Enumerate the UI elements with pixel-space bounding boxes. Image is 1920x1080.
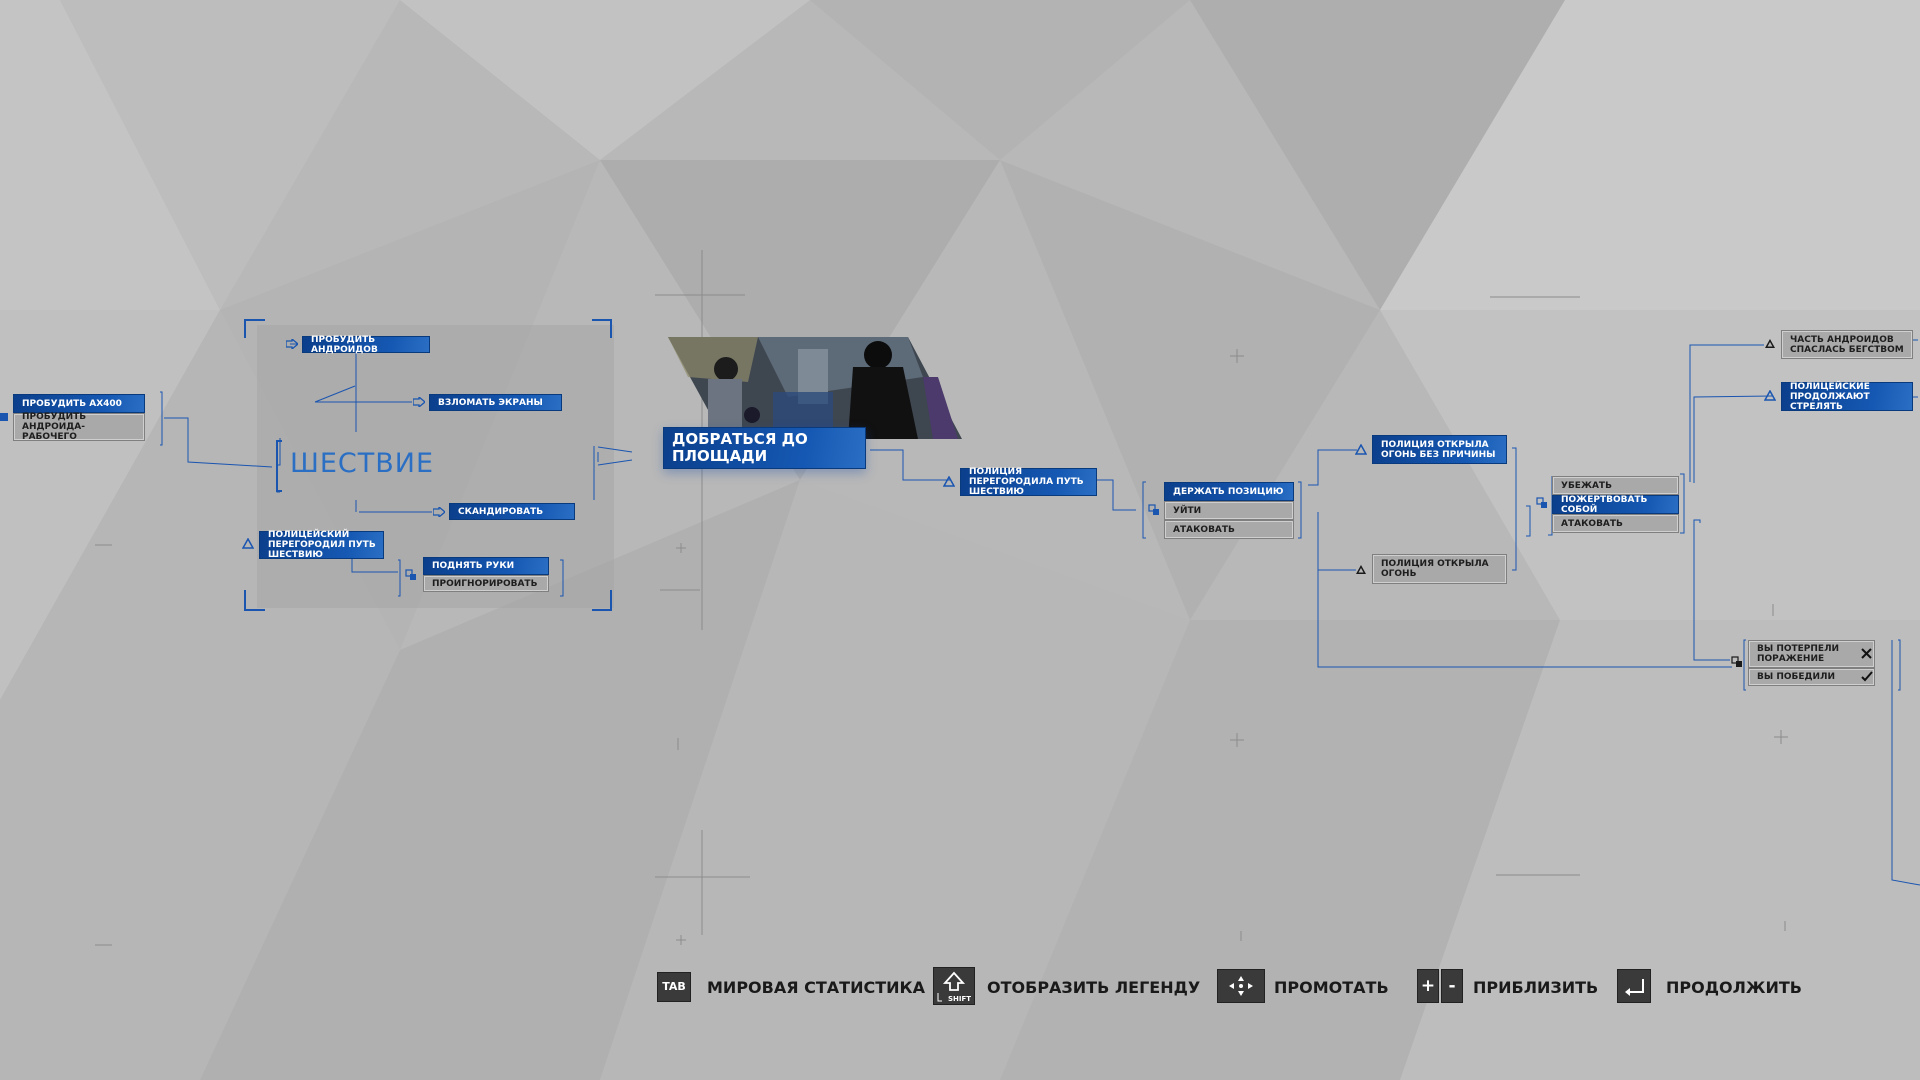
choice-icon — [0, 413, 8, 421]
enter-arrow-glyph — [1625, 979, 1644, 996]
choice-icon — [405, 569, 416, 580]
node-police-fired-no-reason[interactable]: ПОЛИЦИЯ ОТКРЫЛА ОГОНЬ БЕЗ ПРИЧИНЫ — [1372, 435, 1507, 464]
cross-icon — [1861, 648, 1872, 659]
node-sacrifice[interactable]: ПОЖЕРТВОВАТЬ СОБОЙ — [1552, 495, 1679, 515]
node-police-keep-shooting[interactable]: ПОЛИЦЕЙСКИЕ ПРОДОЛЖАЮТ СТРЕЛЯТЬ — [1781, 382, 1913, 412]
choice-icon — [1148, 504, 1159, 515]
node-lost[interactable]: ВЫ ПОТЕРПЕЛИ ПОРАЖЕНИЕ — [1748, 640, 1875, 668]
move-arrows-glyph — [1229, 976, 1253, 996]
control-zoom[interactable]: ПРИБЛИЗИТЬ — [1473, 978, 1599, 997]
check-icon — [1861, 671, 1873, 682]
node-police-blocked[interactable]: ПОЛИЦИЯ ПЕРЕГОРОДИЛА ПУТЬ ШЕСТВИЮ — [960, 467, 1097, 497]
node-some-escaped[interactable]: ЧАСТЬ АНДРОИДОВ СПАСЛАСЬ БЕГСТВОМ — [1781, 330, 1913, 359]
plus-key-icon[interactable]: + — [1417, 969, 1439, 1003]
chapter-title: ШЕСТВИЕ — [290, 448, 435, 479]
node-wake-ax400[interactable]: ПРОБУДИТЬ AX400 — [13, 394, 145, 413]
shift-arrow-icon — [937, 971, 966, 1002]
arrow-icon — [286, 339, 298, 349]
move-arrows-icon[interactable] — [1217, 969, 1265, 1003]
control-world-stats[interactable]: МИРОВАЯ СТАТИСТИКА — [707, 978, 925, 997]
node-won[interactable]: ВЫ ПОБЕДИЛИ — [1748, 668, 1875, 686]
triangle-icon — [242, 538, 254, 549]
triangle-icon — [943, 476, 955, 487]
control-continue[interactable]: ПРОДОЛЖИТЬ — [1666, 978, 1802, 997]
triangle-icon — [1765, 339, 1775, 348]
node-reach-square[interactable]: ДОБРАТЬСЯ ДО ПЛОЩАДИ — [663, 427, 866, 469]
node-leave[interactable]: УЙТИ — [1164, 501, 1294, 520]
node-ignore[interactable]: ПРОИГНОРИРОВАТЬ — [423, 575, 549, 592]
node-hack-screens[interactable]: ВЗЛОМАТЬ ЭКРАНЫ — [429, 394, 562, 411]
control-scroll[interactable]: ПРОМОТАТЬ — [1274, 978, 1389, 997]
arrow-icon — [413, 397, 425, 407]
shift-key-icon[interactable]: SHIFT — [933, 967, 975, 1005]
chapter-bracket-icon — [276, 440, 282, 492]
tab-key-icon[interactable]: TAB — [657, 972, 691, 1002]
node-raise-hands[interactable]: ПОДНЯТЬ РУКИ — [423, 557, 549, 575]
minus-key-icon[interactable]: - — [1441, 969, 1463, 1003]
enter-key-icon[interactable] — [1617, 969, 1651, 1003]
node-wake-worker[interactable]: ПРОБУДИТЬ АНДРОИДА-РАБОЧЕГО — [13, 412, 145, 442]
choice-icon — [1731, 656, 1742, 667]
triangle-icon — [1764, 390, 1776, 401]
choice-icon — [1536, 497, 1547, 508]
triangle-icon — [1356, 565, 1366, 574]
node-police-blocked-left[interactable]: ПОЛИЦЕЙСКИЙ ПЕРЕГОРОДИЛ ПУТЬ ШЕСТВИЮ — [259, 530, 384, 560]
triangle-icon — [1355, 444, 1367, 455]
node-police-fired[interactable]: ПОЛИЦИЯ ОТКРЫЛА ОГОНЬ — [1372, 554, 1507, 584]
node-wake-androids[interactable]: ПРОБУДИТЬ АНДРОИДОВ — [302, 335, 430, 355]
scene-thumbnail[interactable] — [668, 337, 962, 439]
node-run-away[interactable]: УБЕЖАТЬ — [1552, 476, 1679, 495]
node-attack-2[interactable]: АТАКОВАТЬ — [1552, 514, 1679, 533]
control-show-legend[interactable]: ОТОБРАЗИТЬ ЛЕГЕНДУ — [987, 978, 1201, 997]
node-hold-position[interactable]: ДЕРЖАТЬ ПОЗИЦИЮ — [1164, 482, 1294, 501]
node-chant[interactable]: СКАНДИРОВАТЬ — [449, 503, 575, 520]
node-attack-1[interactable]: АТАКОВАТЬ — [1164, 520, 1294, 539]
arrow-icon — [433, 507, 445, 517]
